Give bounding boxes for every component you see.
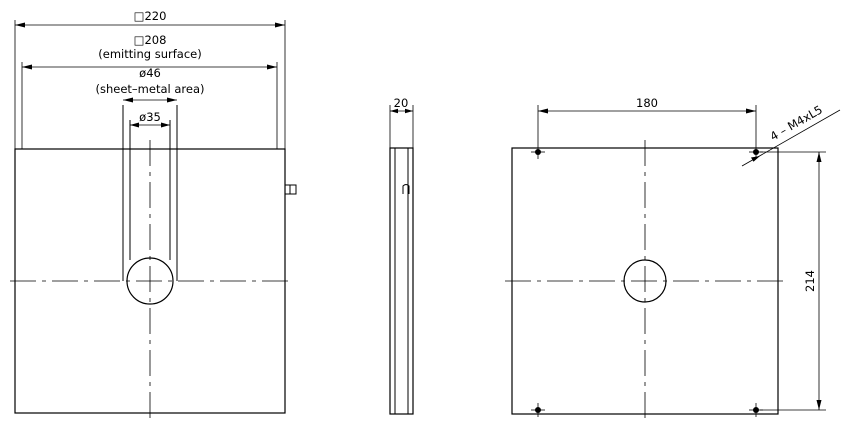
- back-view: 180 214 4 – M4xL5: [505, 96, 841, 422]
- arrow-214-bottom: [816, 400, 822, 410]
- hole-callout-arrow: [751, 156, 760, 162]
- dim-label-inner: ø35: [139, 110, 161, 124]
- dim-label-hole-spacing-v: 214: [803, 270, 817, 292]
- arrow-214-top: [816, 152, 822, 162]
- side-outline: [389, 147, 414, 415]
- dim-label-outer: □220: [134, 9, 167, 23]
- mounting-hole-bottom-left: [531, 403, 545, 417]
- arrow-180-left: [538, 108, 548, 114]
- side-slot: [402, 184, 410, 194]
- arrow-20-right: [405, 108, 413, 114]
- arrow-180-right: [746, 108, 756, 114]
- arrow-35-right: [161, 122, 170, 128]
- arrow-220-left: [15, 22, 25, 28]
- front-view: □220 □208 (emitting surface) ø46 (sheet–…: [10, 9, 297, 422]
- arrow-220-right: [275, 22, 285, 28]
- side-view: 20: [389, 96, 414, 415]
- dim-note-sheet: (sheet–metal area): [96, 82, 205, 96]
- dim-label-sheet: ø46: [139, 66, 161, 80]
- hole-callout-label: 4 – M4xL5: [768, 102, 825, 143]
- arrow-46-left: [123, 97, 133, 103]
- dim-note-emitting: (emitting surface): [98, 47, 201, 61]
- dim-label-emitting: □208: [134, 33, 167, 47]
- dim-label-hole-spacing-h: 180: [636, 96, 658, 110]
- arrow-208-left: [22, 64, 32, 70]
- arrow-20-left: [390, 108, 398, 114]
- mounting-hole-top-left: [531, 145, 545, 159]
- dim-label-thickness: 20: [394, 96, 409, 110]
- front-connector: [285, 184, 297, 195]
- arrow-46-right: [167, 97, 177, 103]
- arrow-35-left: [130, 122, 139, 128]
- arrow-208-right: [267, 64, 277, 70]
- front-center-circle: [126, 257, 174, 305]
- back-center-circle: [623, 259, 667, 303]
